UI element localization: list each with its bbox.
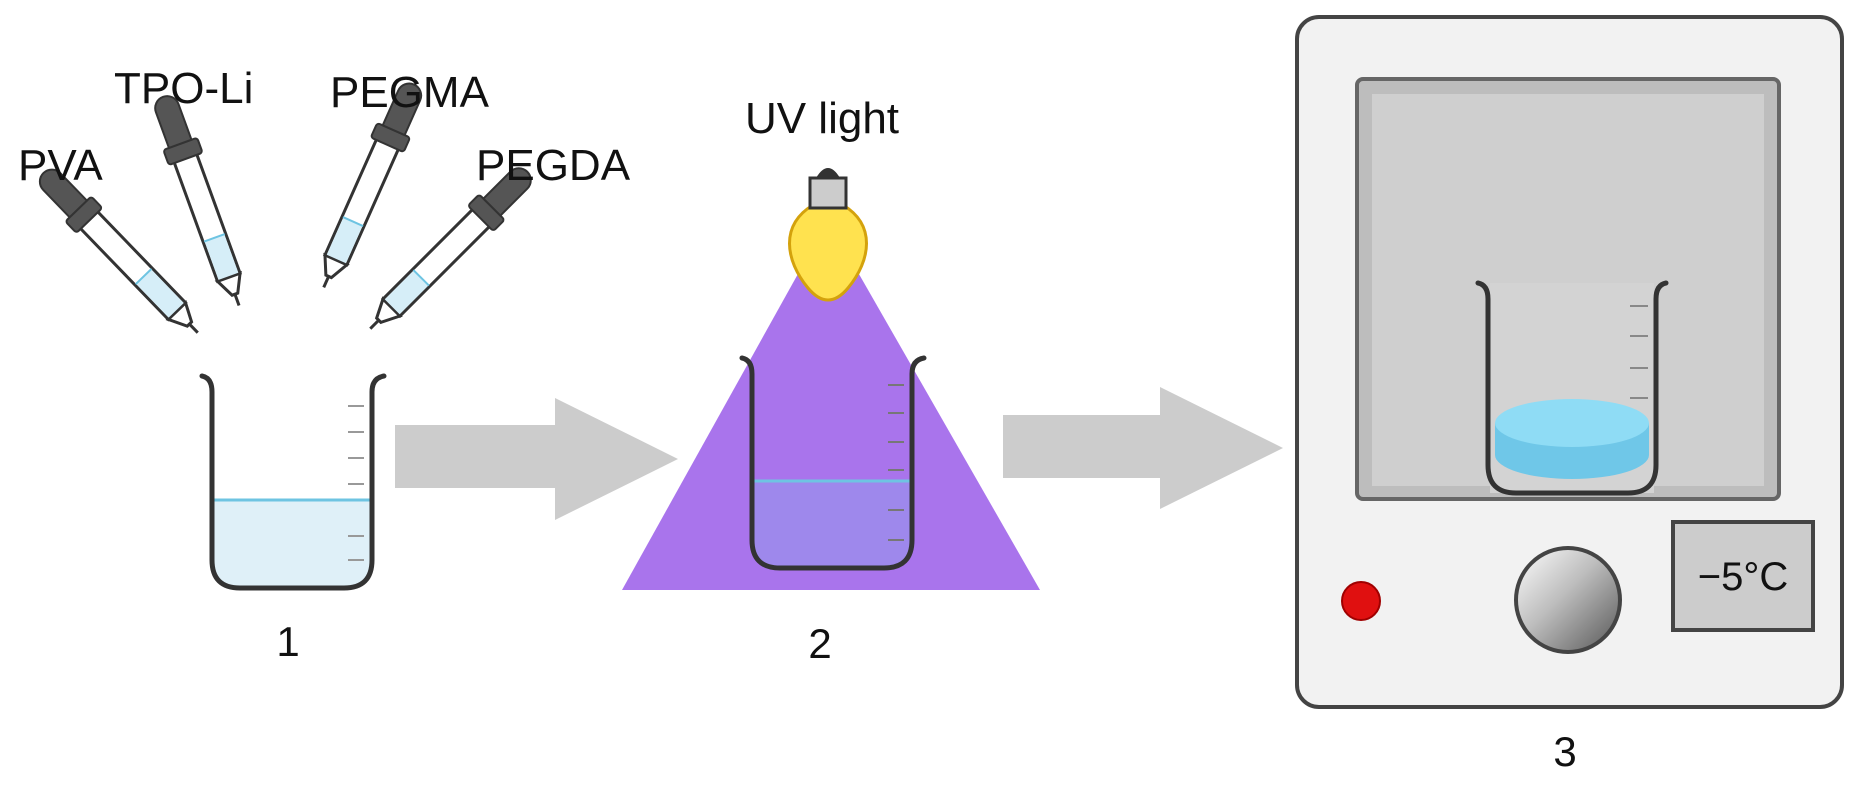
label-pegma: PEGMA [330, 68, 490, 117]
beaker-3 [1475, 280, 1669, 496]
beaker-1-solution [212, 500, 372, 588]
uv-light-beam [622, 220, 1040, 590]
beaker-1 [199, 373, 387, 591]
label-pva: PVA [18, 141, 103, 190]
dropper-tpo-li-liquid [204, 234, 239, 280]
temperature-knob[interactable] [1514, 546, 1622, 654]
label-uv-light: UV light [745, 94, 899, 143]
beaker-2 [739, 355, 927, 571]
step3-group: −5°C 3 [1295, 15, 1844, 775]
temperature-display-value: −5°C [1698, 555, 1789, 599]
dropper-pva [29, 158, 213, 347]
light-bulb-icon [788, 168, 868, 302]
step1-group: PVA TPO-Li PEGMA PEGDA 1 [18, 64, 631, 665]
dropper-pegma-liquid [326, 217, 363, 264]
step-number-3: 3 [1553, 728, 1576, 775]
step2-group: UV light 2 [622, 94, 1040, 667]
temperature-display [1671, 520, 1815, 632]
indicator-light [1341, 581, 1381, 621]
dropper-pegda-liquid [384, 270, 429, 315]
arrow-step1-to-step2 [395, 398, 678, 520]
dropper-pva-liquid [136, 269, 184, 318]
dropper-tpo-li [144, 89, 258, 314]
label-tpo-li: TPO-Li [114, 64, 253, 113]
label-pegda: PEGDA [476, 141, 631, 190]
beaker-2-solution [752, 481, 912, 568]
step-number-2: 2 [808, 620, 831, 667]
dropper-pegma [305, 75, 432, 297]
dropper-pegda [356, 157, 542, 343]
arrow-step2-to-step3 [1003, 387, 1283, 509]
step-number-1: 1 [276, 618, 299, 665]
